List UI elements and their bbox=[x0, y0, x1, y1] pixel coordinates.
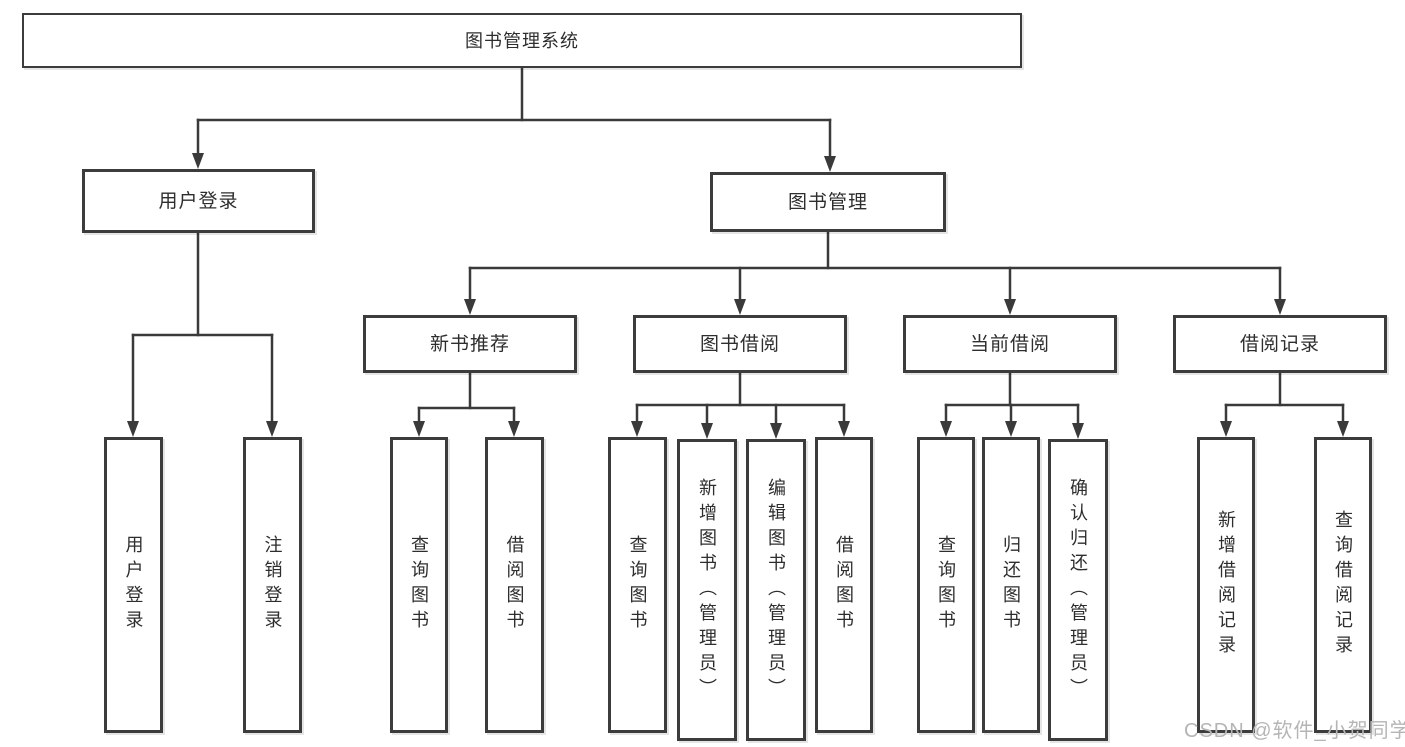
arrowhead-icons bbox=[127, 153, 1349, 439]
connector-line-group bbox=[131, 66, 1345, 427]
node-user-login-branch: 用户登录 bbox=[82, 169, 315, 233]
leaf-borrow-books: 借阅图书 bbox=[815, 437, 873, 733]
node-borrow-records: 借阅记录 bbox=[1173, 315, 1387, 373]
leaf-return-book: 归还图书 bbox=[982, 437, 1040, 733]
leaf-query-books-recommend: 查询图书 bbox=[390, 437, 448, 733]
leaf-borrow-books-recommend: 借阅图书 bbox=[485, 437, 544, 733]
leaf-logout: 注销登录 bbox=[243, 437, 302, 733]
node-book-management-branch: 图书管理 bbox=[710, 172, 946, 232]
leaf-query-books-borrow: 查询图书 bbox=[608, 437, 667, 733]
leaf-user-login: 用户登录 bbox=[104, 437, 163, 733]
leaf-query-borrow-record: 查询借阅记录 bbox=[1314, 437, 1372, 733]
node-book-borrow: 图书借阅 bbox=[633, 315, 847, 373]
leaf-query-books-current: 查询图书 bbox=[917, 437, 975, 733]
node-new-book-recommend: 新书推荐 bbox=[363, 315, 577, 373]
leaf-add-book-admin: 新增图书（管理员） bbox=[677, 439, 737, 741]
node-current-borrow: 当前借阅 bbox=[903, 315, 1117, 373]
leaf-confirm-return-admin: 确认归还（管理员） bbox=[1048, 439, 1108, 741]
leaf-edit-book-admin: 编辑图书（管理员） bbox=[746, 439, 806, 741]
leaf-add-borrow-record: 新增借阅记录 bbox=[1197, 437, 1255, 733]
node-root-system: 图书管理系统 bbox=[22, 13, 1022, 68]
csdn-watermark: CSDN @软件_小贺同学 bbox=[1184, 720, 1405, 742]
